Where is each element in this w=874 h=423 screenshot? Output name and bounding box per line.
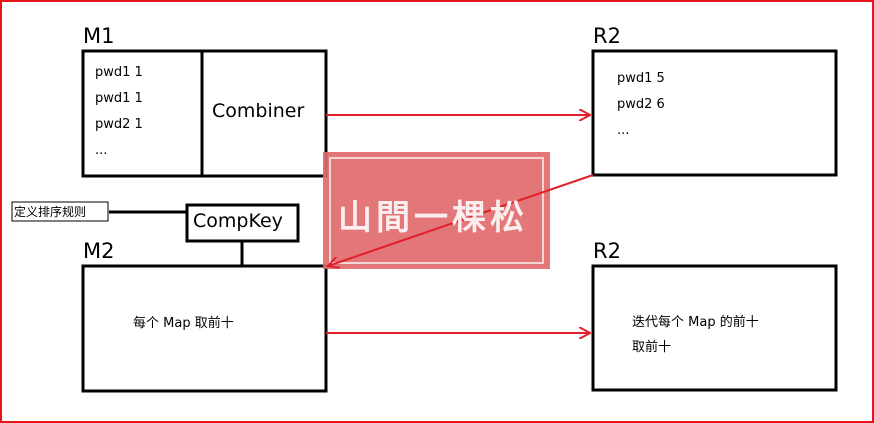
r2-top-box: [591, 49, 838, 177]
m1-line: pwd1 1: [95, 91, 143, 106]
m1-line: pwd1 1: [95, 65, 143, 80]
r2-top-title: R2: [593, 24, 621, 48]
watermark-stamp: [323, 152, 550, 269]
m2-box: [81, 264, 328, 393]
m2-text: 每个 Map 取前十: [133, 316, 234, 331]
r2-top-line: pwd2 6: [617, 97, 665, 112]
m1-line: ...: [95, 143, 108, 158]
note-box: [11, 201, 109, 222]
compkey-label: CompKey: [193, 210, 283, 232]
r2-top-line: ...: [617, 123, 630, 138]
combiner-label: Combiner: [212, 100, 305, 122]
compkey-box: [185, 203, 300, 243]
watermark-text: 山間一棵松: [338, 198, 528, 238]
r2-bottom-line: 取前十: [632, 340, 672, 355]
arrow-r2-to-m2: [328, 174, 594, 266]
r2-top-line: pwd1 5: [617, 71, 665, 86]
m1-title: M1: [83, 24, 115, 48]
m2-title: M2: [83, 239, 115, 263]
r2-bottom-box: [591, 264, 838, 392]
sort-rule-note: 定义排序规则: [14, 205, 87, 219]
m1-line: pwd2 1: [95, 117, 143, 132]
r2-bottom-title: R2: [593, 239, 621, 263]
r2-bottom-line: 迭代每个 Map 的前十: [632, 315, 759, 330]
m1-box: [81, 49, 328, 178]
